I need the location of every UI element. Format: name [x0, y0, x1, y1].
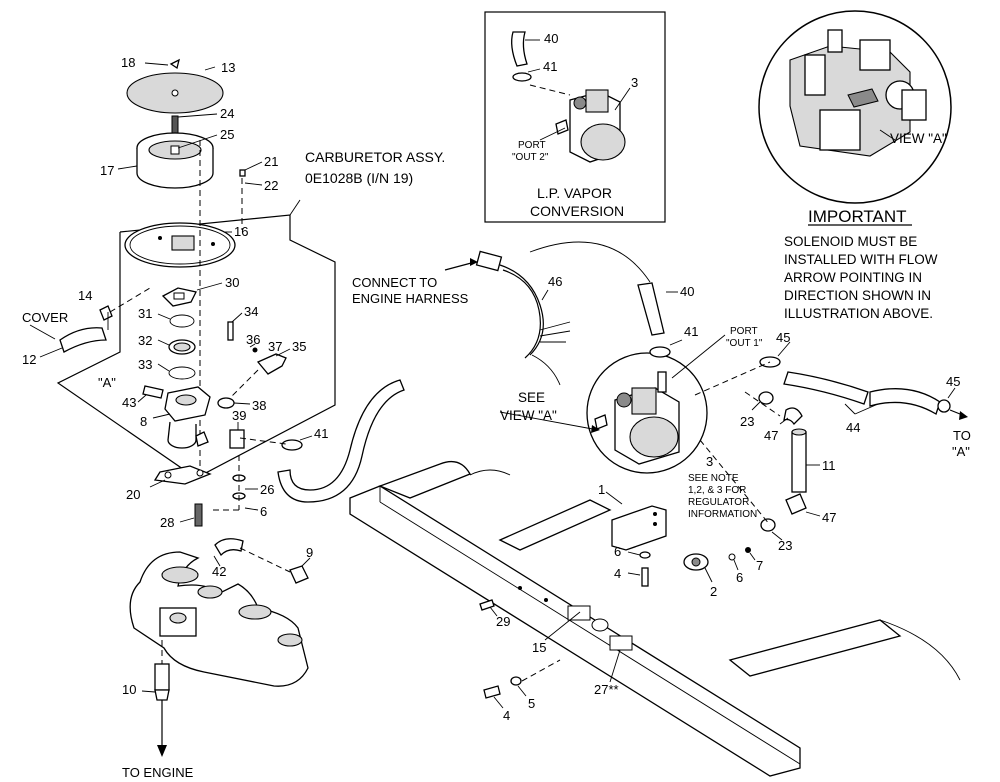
important-line1: SOLENOID MUST BE [784, 234, 917, 249]
important-line3: ARROW POINTING IN [784, 270, 922, 285]
part-number: 32 [138, 333, 152, 348]
regulator-main [499, 334, 726, 474]
part-number: 9 [306, 545, 313, 560]
part-number: 16 [234, 224, 248, 239]
important-line5: ILLUSTRATION ABOVE. [784, 306, 933, 321]
lp-vapor-conversion-box [484, 11, 666, 223]
part-number: 38 [252, 398, 266, 413]
part-number: 28 [160, 515, 174, 530]
part-number: 1 [598, 482, 605, 497]
view-a-detail [758, 10, 952, 204]
note-line4: INFORMATION [688, 509, 757, 520]
see-view-line1: SEE [518, 390, 545, 405]
important-line2: INSTALLED WITH FLOW [784, 252, 938, 267]
part-number: 6 [260, 504, 267, 519]
important-heading: IMPORTANT [808, 207, 907, 226]
part-number: 3 [631, 75, 638, 90]
connect-line2: ENGINE HARNESS [352, 291, 469, 306]
part-number: 34 [244, 304, 258, 319]
to-a-line2: "A" [952, 444, 970, 459]
part-number: 41 [684, 324, 698, 339]
part-number: 18 [121, 55, 135, 70]
part-number: 36 [246, 332, 260, 347]
part-number: 43 [122, 395, 136, 410]
part-number: 44 [846, 420, 860, 435]
part-number: 47 [822, 510, 836, 525]
part-number: 24 [220, 106, 234, 121]
carb-title-line1: CARBURETOR ASSY. [305, 149, 445, 165]
part-number: 20 [126, 487, 140, 502]
part-number: 27** [594, 682, 619, 697]
view-a-label: VIEW "A" [890, 131, 947, 146]
part-number: 2 [710, 584, 717, 599]
part-number: 30 [225, 275, 239, 290]
part-number: 14 [78, 288, 92, 303]
part-number: 31 [138, 306, 152, 321]
part-number: 46 [548, 274, 562, 289]
part-number: 12 [22, 352, 36, 367]
part-number: 7 [756, 558, 763, 573]
part-number: 6 [614, 544, 621, 559]
part-number: 6 [736, 570, 743, 585]
part-number: 42 [212, 564, 226, 579]
part-number: 40 [544, 31, 558, 46]
lp-title-line1: L.P. VAPOR [537, 185, 612, 201]
part-number: 41 [314, 426, 328, 441]
part-number: 13 [221, 60, 235, 75]
part-number: 39 [232, 408, 246, 423]
part-number-callouts: 18 13 24 25 17 21 22 16 30 14 31 32 33 1… [22, 31, 960, 723]
part-number: 33 [138, 357, 152, 372]
port-out1-line1: PORT [730, 326, 758, 337]
cover-label: COVER [22, 310, 68, 325]
part-number: 21 [264, 154, 278, 169]
part-number: 5 [528, 696, 535, 711]
part-number: 8 [140, 414, 147, 429]
part-number: 47 [764, 428, 778, 443]
annotation-text: CARBURETOR ASSY. 0E1028B (I/N 19) L.P. V… [22, 131, 971, 780]
part-number: 29 [496, 614, 510, 629]
part-number: 45 [946, 374, 960, 389]
connect-line1: CONNECT TO [352, 275, 437, 290]
part-number: 37 [268, 339, 282, 354]
part-number: 23 [778, 538, 792, 553]
a-marker-label: "A" [98, 375, 116, 390]
port-out2-line2: "OUT 2" [512, 152, 549, 163]
part-number: 15 [532, 640, 546, 655]
part-number: 22 [264, 178, 278, 193]
important-line4: DIRECTION SHOWN IN [784, 288, 931, 303]
part-number: 17 [100, 163, 114, 178]
part-number: 40 [680, 284, 694, 299]
part-number: 10 [122, 682, 136, 697]
part-number: 45 [776, 330, 790, 345]
carb-title-line2: 0E1028B (I/N 19) [305, 170, 413, 186]
carburetor-assembly [29, 58, 336, 757]
hoses-and-harness [239, 241, 968, 541]
part-number: 4 [503, 708, 510, 723]
note-line3: REGULATOR [688, 497, 749, 508]
part-number: 41 [543, 59, 557, 74]
frame-and-brackets [349, 460, 961, 777]
part-number: 26 [260, 482, 274, 497]
note-line1: SEE NOTE [688, 473, 739, 484]
part-number: 3 [706, 454, 713, 469]
part-number: 25 [220, 127, 234, 142]
port-out2-line1: PORT [518, 140, 546, 151]
note-line2: 1,2, & 3 FOR [688, 485, 746, 496]
part-number: 11 [822, 458, 836, 473]
port-out1-line2: "OUT 1" [726, 338, 763, 349]
part-number: 4 [614, 566, 621, 581]
see-view-line2: VIEW "A" [500, 408, 557, 423]
part-number: 35 [292, 339, 306, 354]
lp-title-line2: CONVERSION [530, 203, 624, 219]
part-number: 23 [740, 414, 754, 429]
to-engine-label: TO ENGINE [122, 765, 194, 780]
to-a-line1: TO [953, 428, 971, 443]
